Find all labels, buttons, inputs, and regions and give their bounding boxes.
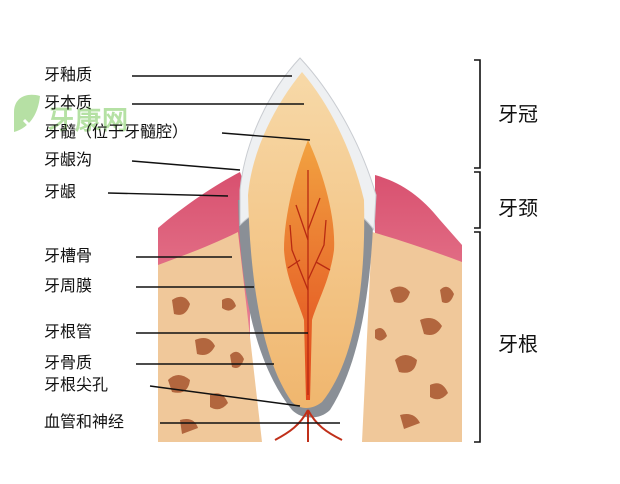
label-periodontal-ligament: 牙周膜 [44, 276, 93, 295]
region-neck: 牙颈 [498, 196, 538, 220]
region-crown: 牙冠 [498, 102, 538, 126]
region-root: 牙根 [498, 332, 538, 356]
label-alveolar-bone: 牙槽骨 [44, 246, 93, 265]
region-brackets [474, 59, 481, 443]
label-gingival-sulcus: 牙龈沟 [44, 150, 93, 169]
label-pulp: 牙髓（位于牙髓腔） [44, 122, 189, 141]
pulp-vessels [287, 170, 331, 395]
watermark-text: 牙康网 [48, 106, 130, 136]
label-enamel: 牙釉质 [44, 65, 93, 84]
vessels-nerves-shape [274, 409, 343, 442]
label-vessels-nerves: 血管和神经 [44, 412, 125, 431]
watermark-logo-icon [14, 94, 44, 132]
label-cementum: 牙骨质 [44, 353, 93, 372]
label-dentin: 牙本质 [44, 93, 93, 112]
alveolar-bone-shape [158, 232, 462, 442]
label-apical-foramen: 牙根尖孔 [44, 375, 109, 394]
label-gingiva: 牙龈 [44, 182, 77, 201]
leader-lines [107, 75, 340, 424]
label-root-canal: 牙根管 [44, 322, 93, 341]
